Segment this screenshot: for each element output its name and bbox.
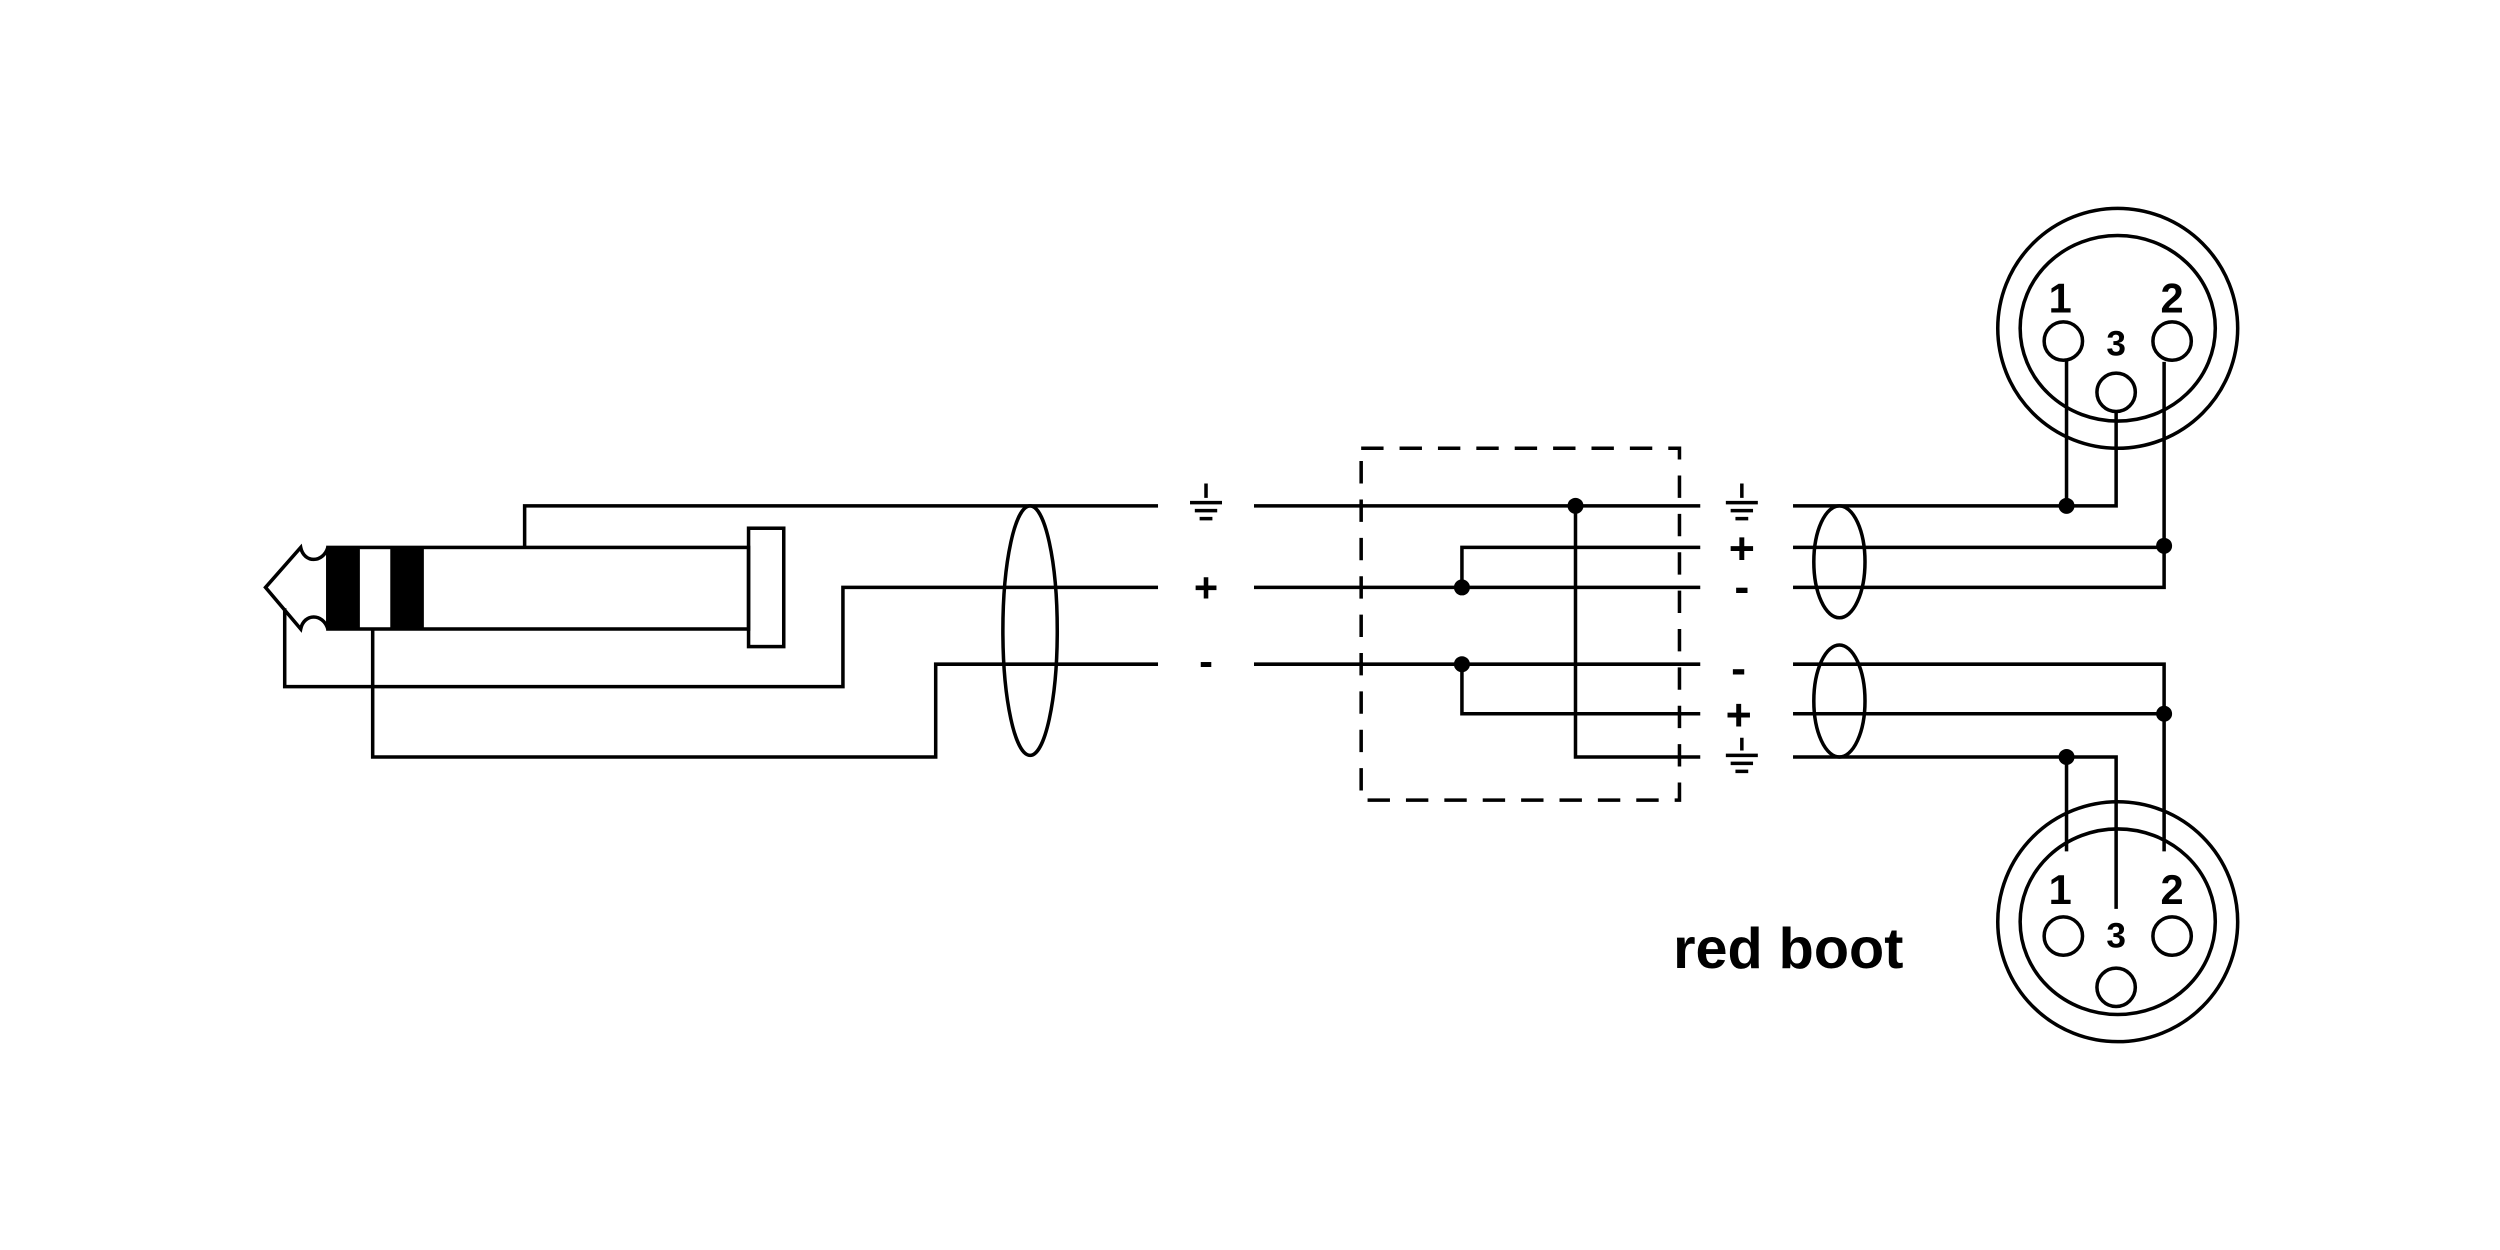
ground-icon [1725,483,1758,521]
minus-label: - [1734,562,1749,612]
xlr-connector-bottom [1996,799,2240,1044]
trs-jack-plug [263,526,786,649]
ground-icon [1190,483,1223,521]
splitter-housing [1359,446,1682,802]
output-wires [1793,360,2173,909]
xlr-top-pin1-label: 1 [2049,274,2072,321]
xlr-bottom-pin1-label: 1 [2049,866,2072,913]
plug-wires [282,504,1159,759]
xlr-connector-top [1996,206,2240,451]
splitter-wires [1253,497,1701,759]
cable-shield-bottom [1812,643,1867,759]
plus-label: + [1729,523,1755,573]
cable-shield-left [1001,504,1060,758]
minus-label: - [1199,637,1213,684]
xlr-top-pin2-label: 2 [2161,274,2184,321]
ground-icon [1725,737,1758,774]
xlr-bottom-pin3-label: 3 [2106,916,2126,955]
minus-label: - [1731,643,1746,693]
plus-label: + [1726,690,1752,740]
xlr-bottom-pin2-label: 2 [2161,866,2184,913]
plus-label: + [1194,564,1218,611]
xlr-top-pin3-label: 3 [2106,324,2126,363]
caption-red-boot: red boot [1673,917,1903,981]
cable-shield-top [1812,504,1867,620]
